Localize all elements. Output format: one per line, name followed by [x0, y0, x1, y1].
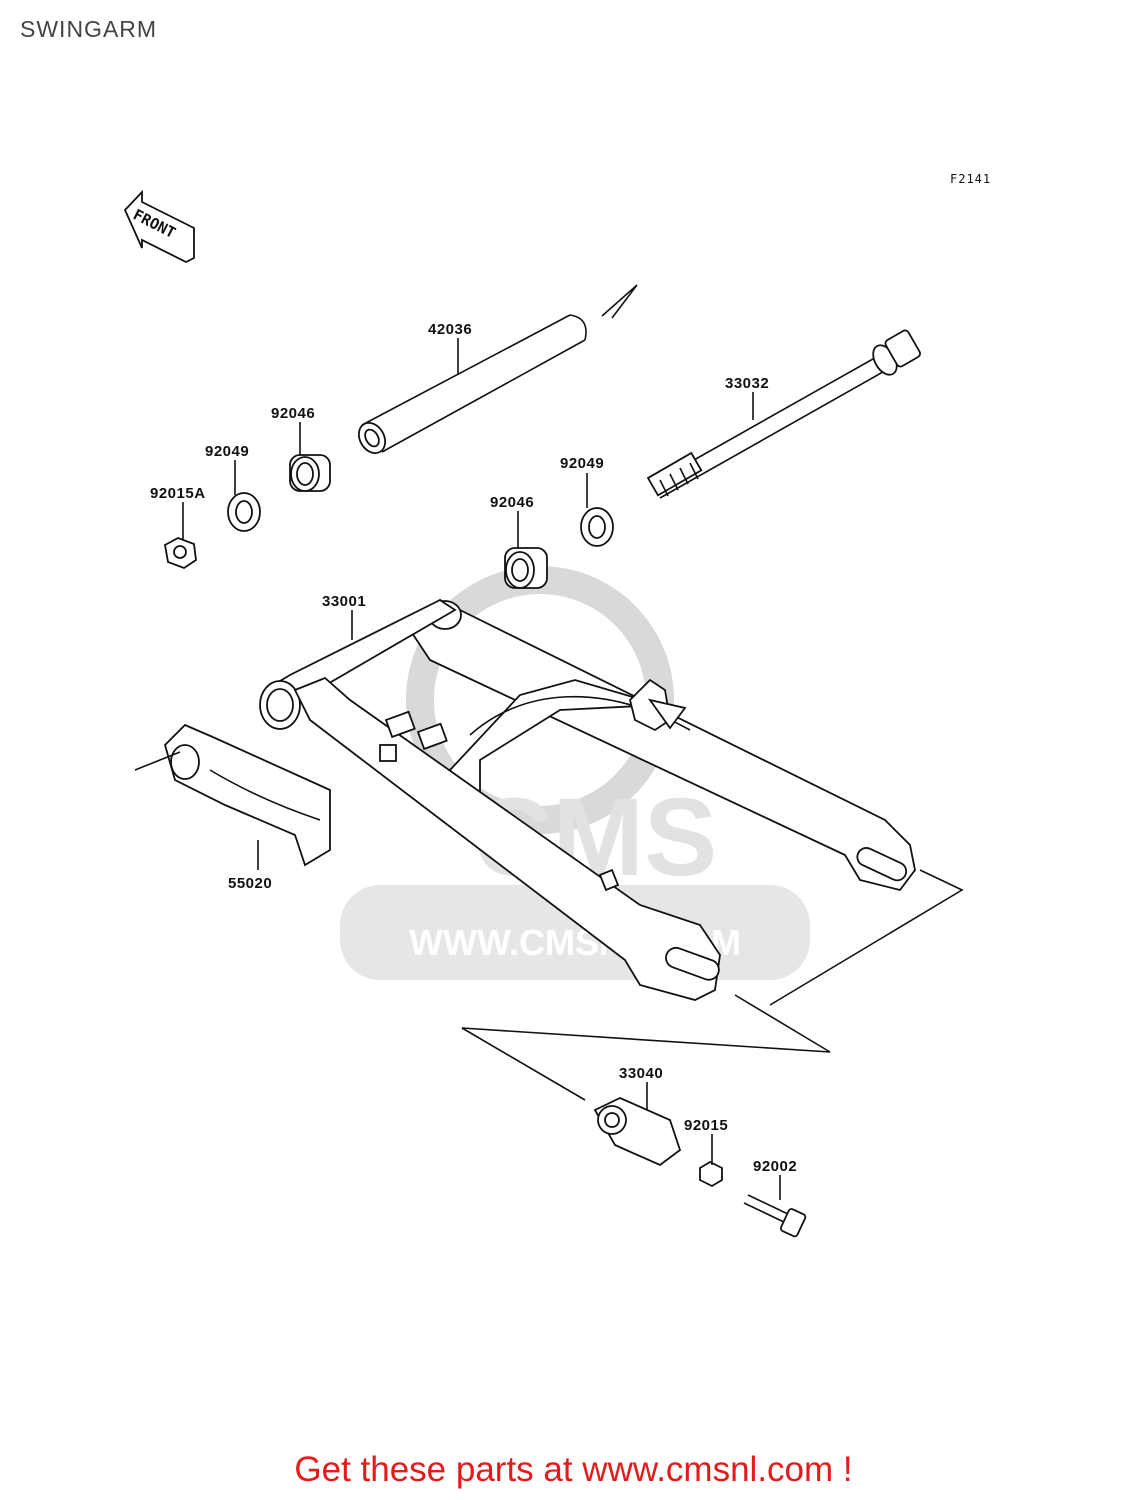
label-55020: 55020	[228, 875, 272, 892]
page-title: SWINGARM	[20, 16, 158, 42]
part-92046-bearing-left	[289, 454, 331, 492]
label-92015: 92015	[684, 1117, 728, 1134]
part-55020-chain-guide	[134, 723, 331, 867]
part-92049-seal-left	[227, 492, 261, 532]
adjuster-leader-lines	[461, 869, 964, 1101]
label-92015A: 92015A	[150, 485, 206, 502]
label-92049-left: 92049	[205, 443, 249, 460]
label-leaders	[182, 338, 781, 1200]
label-92049-right: 92049	[560, 455, 604, 472]
part-33032-bolt	[646, 329, 921, 499]
part-33040-adjuster	[593, 1097, 682, 1167]
part-42036-collar	[357, 284, 638, 454]
parts-diagram: CMS WWW.CMSNL.COM FRONT	[123, 189, 964, 1238]
label-92046-left: 92046	[271, 405, 315, 422]
label-92002: 92002	[753, 1158, 797, 1175]
part-92015-nut	[699, 1160, 723, 1188]
front-marker: FRONT	[123, 189, 195, 264]
label-33001: 33001	[322, 593, 366, 610]
figure-code: F2141	[950, 172, 992, 186]
part-92002-bolt	[743, 1194, 807, 1238]
label-33032: 33032	[725, 375, 769, 392]
part-92015A-nut	[164, 537, 197, 570]
label-42036: 42036	[428, 321, 472, 338]
label-92046-right: 92046	[490, 494, 534, 511]
part-92049-seal-right	[580, 507, 614, 547]
cta-link[interactable]: Get these parts at www.cmsnl.com !	[294, 1450, 853, 1489]
label-33040: 33040	[619, 1065, 663, 1082]
part-33001-swingarm	[259, 598, 916, 1001]
part-labels: 42036 33032 92046 92049 92015A 92049 920…	[150, 321, 797, 1175]
part-92046-bearing-right	[504, 547, 548, 589]
